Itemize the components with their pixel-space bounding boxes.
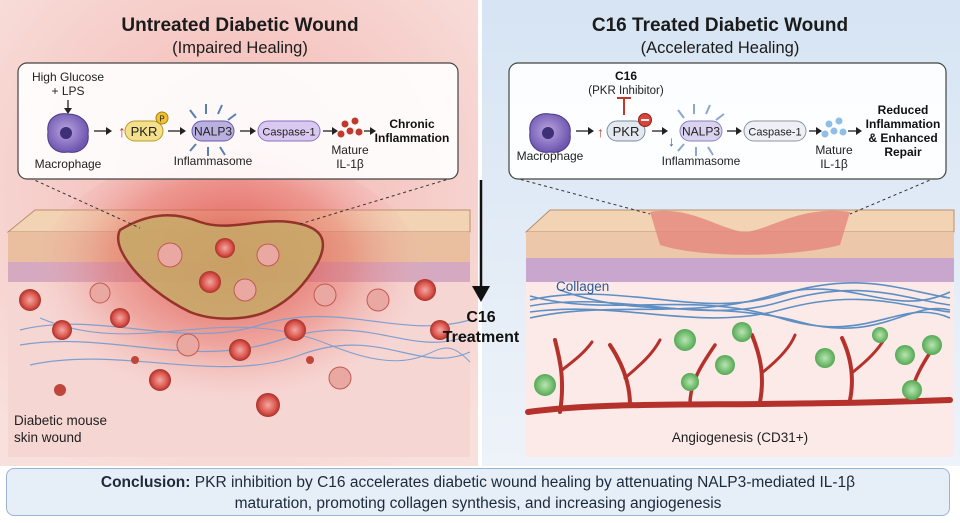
macrophage-label: Macrophage [35, 157, 102, 171]
collagen-fibers [529, 282, 951, 330]
outcome-line1: Reduced [878, 103, 929, 117]
chronic-label-line2: Inflammation [375, 131, 450, 145]
stimulus-line1: High Glucose [32, 70, 104, 84]
conclusion-box: Conclusion: PKR inhibition by C16 accele… [6, 468, 950, 516]
wound-label-line2: skin wound [14, 430, 82, 445]
left-title: Untreated Diabetic Wound [121, 15, 358, 36]
caspase-label: Caspase-1 [262, 127, 315, 139]
pkr-pill [124, 120, 164, 142]
healing-scar [650, 210, 850, 255]
inflammasome-icon [189, 104, 237, 156]
phospho-label: P [159, 115, 164, 124]
up-arrow-icon-right: ↑ [597, 124, 604, 140]
conclusion-text-line2: maturation, promoting collagen synthesis… [234, 495, 722, 512]
right-zoom-line-a [514, 177, 651, 215]
macrophage-icon-right [529, 113, 571, 153]
outcome-line4: Repair [884, 145, 922, 159]
angiogenesis-label: Angiogenesis (CD31+) [672, 430, 808, 445]
chronic-label-line1: Chronic [389, 117, 435, 131]
wound-label-line1: Diabetic mouse [14, 413, 107, 428]
left-pathway-box [17, 62, 459, 180]
collagen-label: Collagen [556, 279, 609, 294]
nalp3-label-right: NALP3 [682, 125, 720, 139]
pkr-label-right: PKR [613, 124, 640, 139]
down-arrow-icon: ↓ [668, 133, 675, 149]
nalp3-label: NALP3 [194, 125, 232, 139]
caspase-pill [257, 120, 321, 142]
conclusion-line1: Conclusion: PKR inhibition by C16 accele… [7, 472, 949, 493]
mature-label-line1: Mature [331, 143, 369, 157]
pkr-pill-right [606, 120, 646, 142]
macrophage-icon [47, 113, 89, 153]
treatment-label-line1: C16 [466, 309, 495, 326]
right-title: C16 Treated Diabetic Wound [592, 15, 848, 36]
inflammasome-label-right: Inflammasome [662, 154, 741, 168]
il1b-icon [337, 117, 363, 138]
mature-label-right-line1: Mature [815, 143, 853, 157]
inflammasome-label: Inflammasome [174, 154, 253, 168]
outcome-line3: & Enhanced [868, 131, 937, 145]
outcome-line2: Inflammation [866, 117, 941, 131]
caspase-label-right: Caspase-1 [748, 127, 801, 139]
caspase-pill-right [743, 120, 807, 142]
mature-label-right-line2: IL-1β [820, 157, 848, 171]
diagram-canvas: Untreated Diabetic Wound (Impaired Heali… [0, 0, 960, 466]
up-arrow-icon: ↑ [118, 124, 126, 141]
conclusion-label: Conclusion: [100, 474, 191, 491]
inflammatory-cells [19, 238, 450, 417]
left-subtitle: (Impaired Healing) [172, 39, 308, 57]
mature-label-line2: IL-1β [336, 157, 364, 171]
stimulus-line2: + LPS [51, 84, 84, 98]
left-zoom-line-b [299, 177, 453, 225]
left-skin-section [6, 150, 471, 457]
right-pathway-box [508, 62, 947, 180]
healing-cells [534, 322, 942, 400]
left-zoom-line-a [29, 177, 141, 229]
treatment-arrow [472, 180, 490, 302]
treatment-label-line2: Treatment [443, 329, 520, 346]
inflammasome-icon-right [677, 104, 725, 156]
drug-label: C16 [615, 69, 637, 83]
right-subtitle: (Accelerated Healing) [641, 39, 800, 57]
conclusion-text-line1: PKR inhibition by C16 accelerates diabet… [194, 474, 856, 491]
pkr-label: PKR [131, 124, 158, 139]
drug-role-label: (PKR Inhibitor) [588, 85, 664, 97]
right-skin-section [524, 209, 955, 457]
phosphate-icon [155, 111, 169, 125]
macrophage-label-right: Macrophage [517, 149, 584, 163]
il1b-icon-right [821, 117, 847, 138]
